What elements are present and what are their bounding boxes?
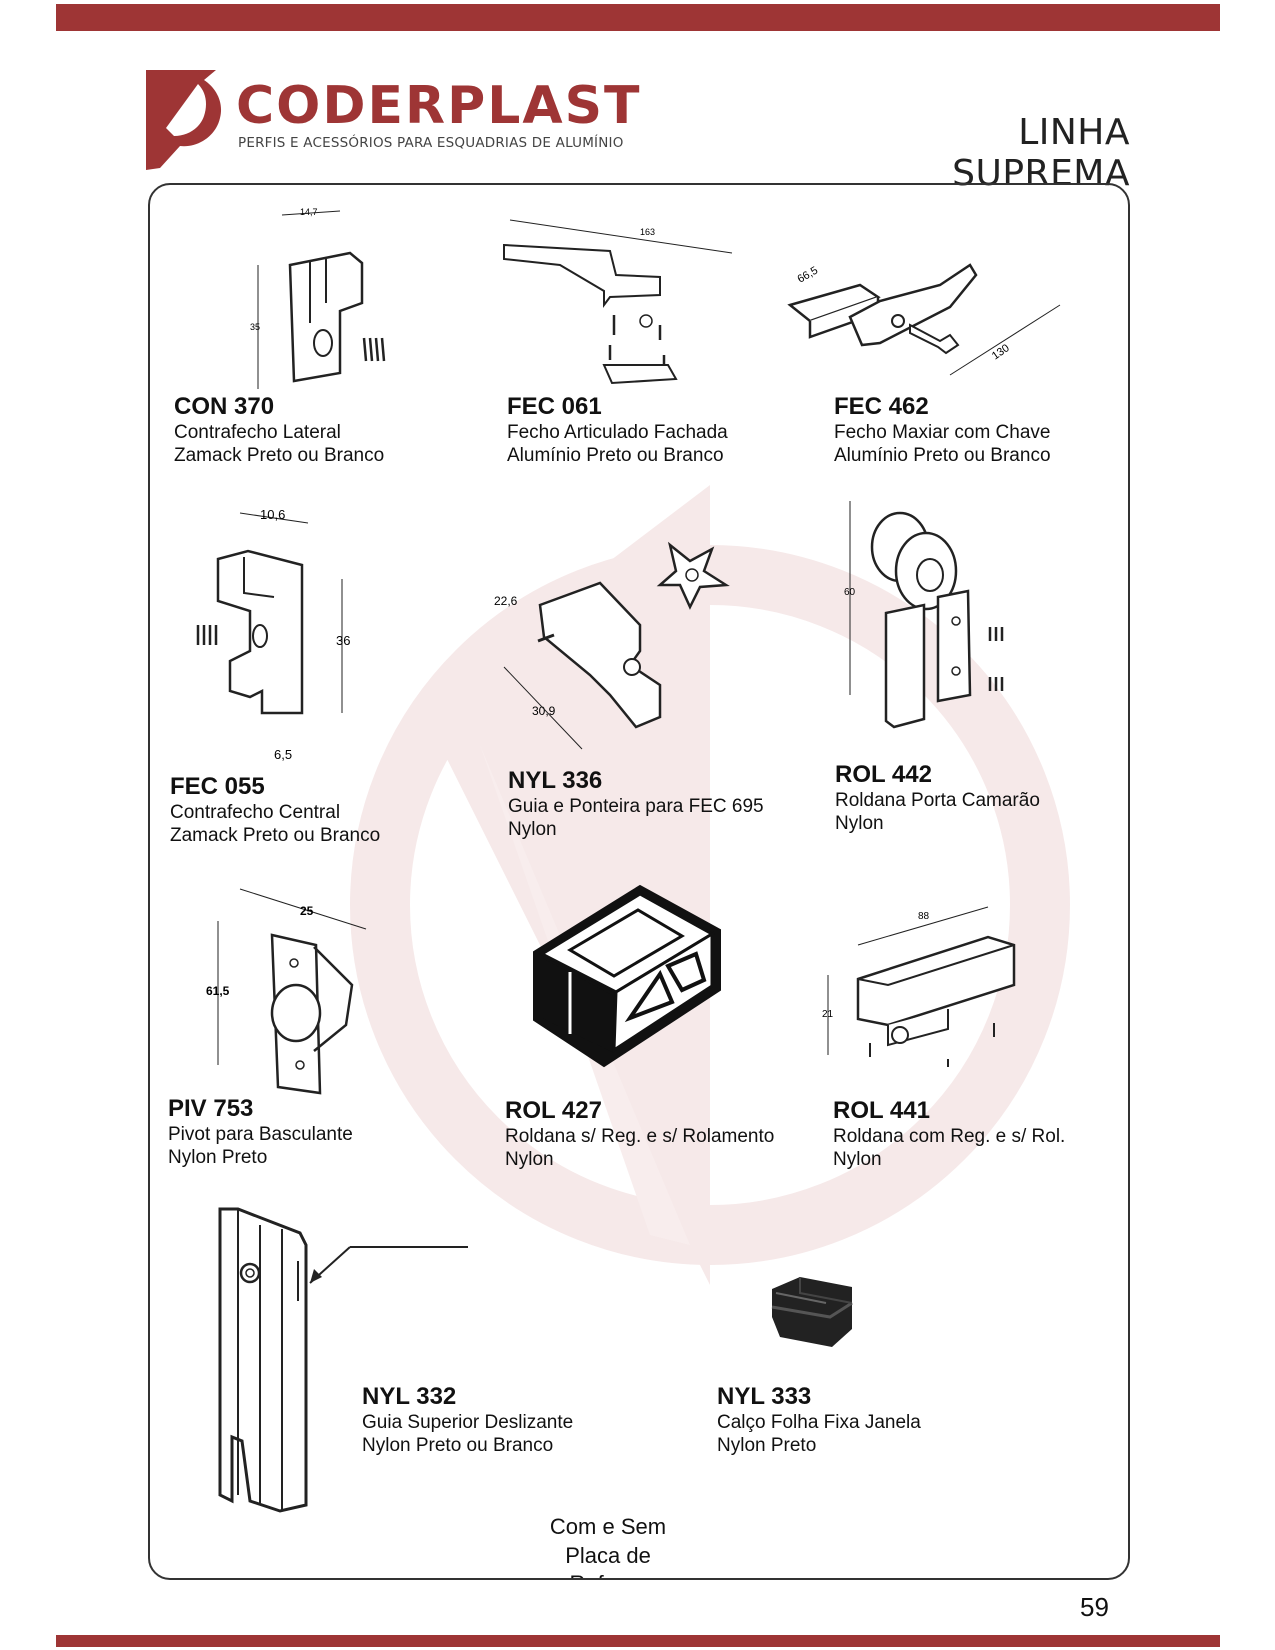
- piv-753-illustration: 25 61,5: [190, 885, 390, 1100]
- product-code: FEC 462: [834, 393, 929, 420]
- product-code: CON 370: [174, 393, 275, 420]
- brand-tagline: PERFIS E ACESSÓRIOS PARA ESQUADRIAS DE A…: [238, 135, 624, 151]
- dim-fec055-base: 6,5: [274, 747, 292, 762]
- rol-442-illustration: 60: [840, 495, 1020, 735]
- product-description: Guia e Ponteira para FEC 695: [508, 795, 764, 817]
- page-number: 59: [1080, 1592, 1109, 1622]
- nyl-336-illustration: 22,6 30,9: [490, 525, 750, 765]
- product-code: ROL 442: [835, 761, 932, 788]
- product-nyl-336: NYL 336 Guia e Ponteira para FEC 695 Nyl…: [508, 767, 764, 841]
- product-material: Alumínio Preto ou Branco: [834, 444, 1051, 466]
- product-description: Fecho Maxiar com Chave: [834, 421, 1051, 443]
- dim-rol441-length: 88: [918, 911, 930, 922]
- product-con-370: CON 370 Contrafecho Lateral Zamack Preto…: [174, 393, 384, 467]
- product-description: Fecho Articulado Fachada: [507, 421, 728, 443]
- product-piv-753: PIV 753 Pivot para Basculante Nylon Pret…: [168, 1095, 353, 1169]
- product-material: Zamack Preto ou Branco: [174, 444, 385, 466]
- product-material: Alumínio Preto ou Branco: [507, 444, 724, 466]
- product-fec-462: FEC 462 Fecho Maxiar com Chave Alumínio …: [834, 393, 1051, 467]
- fec-462-illustration: 66,5 130: [770, 245, 1070, 385]
- product-rol-441: ROL 441 Roldana com Reg. e s/ Rol. Nylon: [833, 1097, 1065, 1171]
- dim-rol442-height: 60: [844, 587, 856, 598]
- top-bar: [56, 4, 1220, 31]
- con-370-illustration: 14,7 35: [230, 203, 410, 393]
- product-code: ROL 441: [833, 1097, 930, 1124]
- bottom-bar: [56, 1635, 1220, 1647]
- dim-fec061-length: 163: [640, 227, 655, 237]
- product-description: Contrafecho Central: [170, 801, 341, 823]
- product-description: Roldana s/ Reg. e s/ Rolamento: [505, 1125, 775, 1147]
- product-code: NYL 332: [362, 1383, 457, 1410]
- product-nyl-333: NYL 333 Calço Folha Fixa Janela Nylon Pr…: [717, 1383, 921, 1457]
- product-material: Nylon Preto: [168, 1146, 268, 1168]
- product-material: Nylon: [505, 1148, 554, 1170]
- product-material: Nylon Preto ou Branco: [362, 1434, 554, 1456]
- product-nyl-332: NYL 332 Guia Superior Deslizante Nylon P…: [362, 1383, 573, 1457]
- product-rol-427: ROL 427 Roldana s/ Reg. e s/ Rolamento N…: [505, 1097, 774, 1171]
- product-code: NYL 336: [508, 767, 603, 794]
- product-description: Roldana com Reg. e s/ Rol.: [833, 1125, 1066, 1147]
- rol-441-illustration: 88 21: [818, 885, 1028, 1070]
- rol-427-illustration: [520, 880, 730, 1080]
- product-fec-061: FEC 061 Fecho Articulado Fachada Alumíni…: [507, 393, 728, 467]
- callout-line-2: Placa de: [565, 1542, 651, 1568]
- fec-061-illustration: 163: [500, 215, 740, 395]
- dim-piv753-height: 61,5: [206, 984, 230, 998]
- dim-fec055-height: 36: [336, 633, 350, 648]
- product-description: Roldana Porta Camarão: [835, 789, 1040, 811]
- line-title: LINHA SUPREMA: [952, 112, 1130, 194]
- product-material: Nylon: [833, 1148, 882, 1170]
- dim-fec462-width: 66,5: [796, 264, 821, 285]
- fec-055-illustration: 10,6 36 6,5: [190, 501, 360, 771]
- dim-piv753-width: 25: [300, 904, 314, 918]
- dim-con370-width: 14,7: [300, 207, 318, 217]
- products-panel: 14,7 35 163 66,5 130: [148, 183, 1130, 1580]
- product-code: PIV 753: [168, 1095, 254, 1122]
- coderplast-logo-icon: [146, 70, 222, 170]
- nyl-333-illustration: [760, 1273, 860, 1353]
- product-code: ROL 427: [505, 1097, 602, 1124]
- brand-name: CODERPLAST: [236, 76, 642, 136]
- dim-fec462-length: 130: [990, 342, 1012, 362]
- product-description: Guia Superior Deslizante: [362, 1411, 574, 1433]
- product-description: Pivot para Basculante: [168, 1123, 353, 1145]
- nyl-332-illustration: [210, 1205, 470, 1520]
- dim-nyl336-length: 30,9: [532, 704, 556, 718]
- product-description: Calço Folha Fixa Janela: [717, 1411, 921, 1433]
- product-code: NYL 333: [717, 1383, 812, 1410]
- dim-rol441-height: 21: [822, 1009, 834, 1020]
- product-description: Contrafecho Lateral: [174, 421, 341, 443]
- product-code: FEC 055: [170, 773, 265, 800]
- callout-line-3: Reforço: [528, 1570, 688, 1578]
- product-material: Nylon Preto: [717, 1434, 817, 1456]
- callout-reinforcement-plate: Com e Sem Placa de Reforço: [528, 1513, 688, 1578]
- dim-fec055-width: 10,6: [260, 507, 285, 522]
- product-code: FEC 061: [507, 393, 602, 420]
- dim-con370-height: 35: [250, 322, 260, 332]
- product-fec-055: FEC 055 Contrafecho Central Zamack Preto…: [170, 773, 380, 847]
- product-material: Nylon: [835, 812, 884, 834]
- product-material: Zamack Preto ou Branco: [170, 824, 381, 846]
- callout-line-1: Com e Sem: [549, 1514, 667, 1539]
- product-rol-442: ROL 442 Roldana Porta Camarão Nylon: [835, 761, 1040, 835]
- dim-nyl336-height: 22,6: [494, 594, 518, 608]
- product-material: Nylon: [508, 818, 557, 840]
